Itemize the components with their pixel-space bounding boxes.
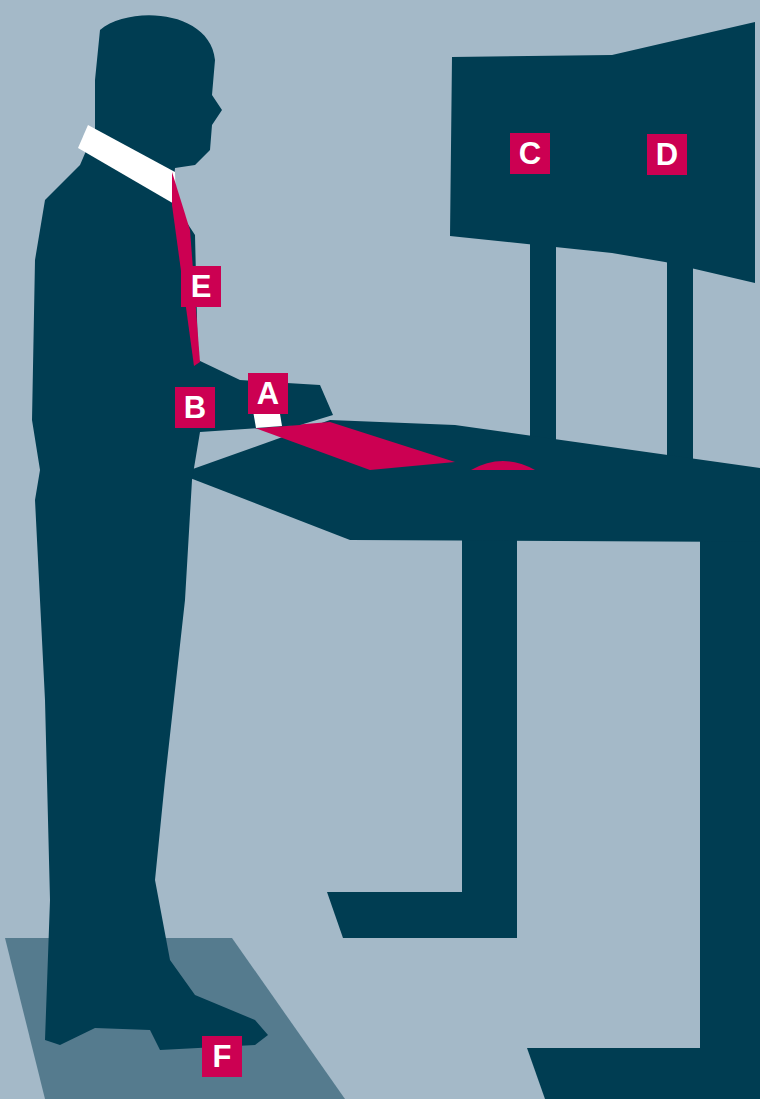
shirt-collar — [78, 125, 176, 205]
monitors — [450, 22, 755, 283]
desk-leg — [700, 530, 760, 1050]
desk-top — [190, 420, 760, 542]
callout-letter: C — [510, 133, 550, 174]
callout-letter: F — [202, 1036, 242, 1077]
desk-foot — [527, 1048, 760, 1099]
desk-foot — [327, 892, 517, 938]
callout-letter: B — [175, 387, 215, 428]
callout-letter: E — [181, 266, 221, 307]
keyboard — [255, 422, 455, 470]
person-silhouette — [32, 15, 333, 1050]
monitor-stand — [667, 255, 693, 460]
monitor-stand — [530, 236, 556, 441]
desk-leg — [462, 530, 517, 895]
callout-letter: D — [647, 134, 687, 175]
callout-letter: A — [248, 373, 288, 414]
mouse — [471, 461, 535, 470]
